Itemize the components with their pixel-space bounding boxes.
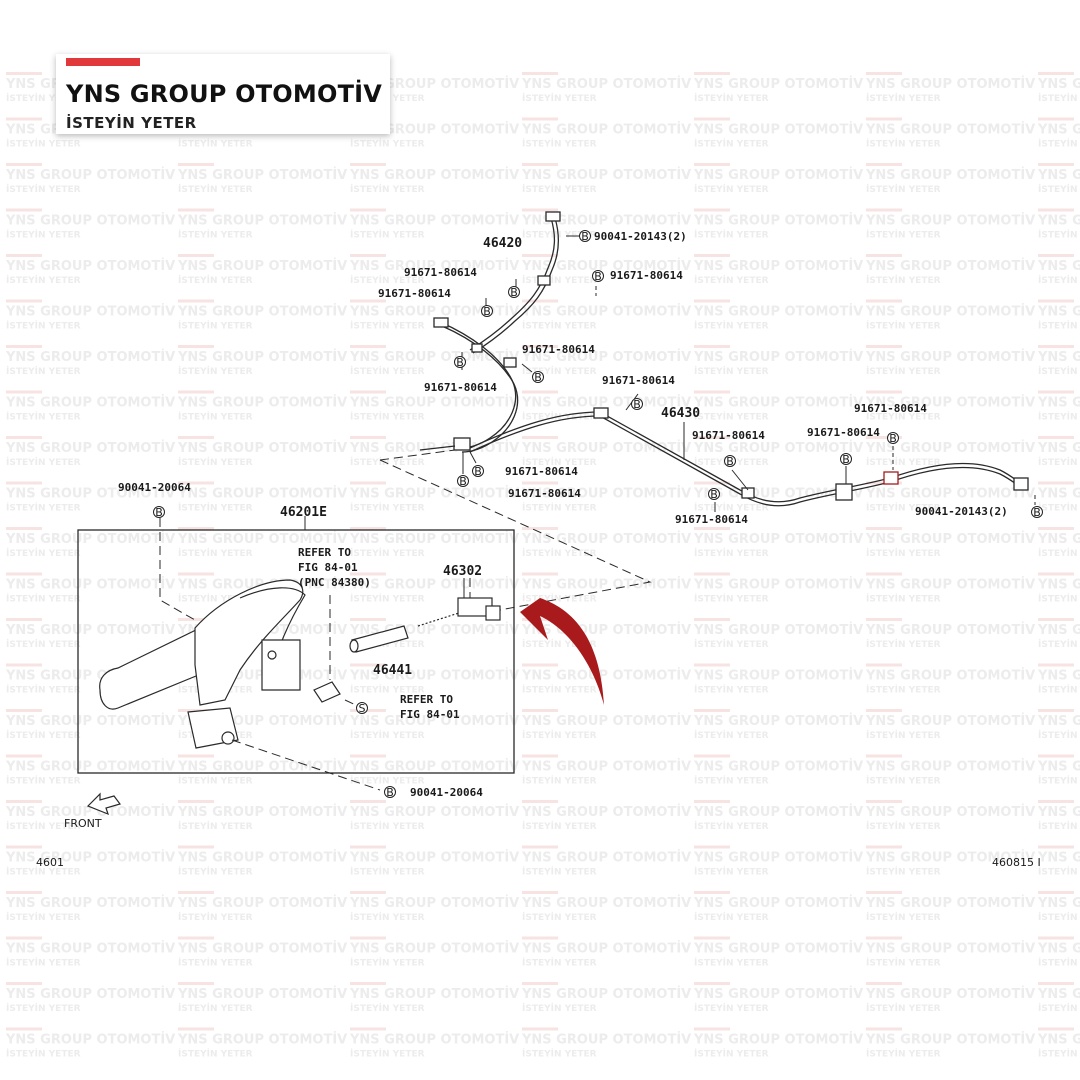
bolt-marker-14: B: [459, 475, 467, 488]
rear-brake-cable-46430: [469, 407, 1029, 507]
part-46201E: 46201E: [280, 505, 327, 520]
bolt-markers: B B B B B B B B B B B B B B B B S: [153, 230, 1043, 799]
bolt-marker-1: B: [581, 230, 589, 243]
refer-note-2-line2: FIG 84-01: [400, 708, 460, 721]
bolt-marker-16: B: [386, 786, 394, 799]
brand-title: YNS GROUP OTOMOTİV: [66, 80, 383, 108]
part-46302: 46302: [443, 564, 482, 579]
bolt-marker-2: B: [594, 270, 602, 283]
callout-9: 91671-80614: [692, 429, 765, 442]
callout-6: 91671-80614: [424, 381, 497, 394]
callout-10: 91671-80614: [807, 426, 880, 439]
figure-number-left: 4601: [36, 856, 64, 869]
assembly-guide-lines: [159, 449, 652, 791]
refer-note-1-line2: FIG 84-01: [298, 561, 358, 574]
callout-11: 91671-80614: [505, 465, 578, 478]
figure-number-right: 460815 I: [992, 856, 1041, 869]
part-46441: 46441: [373, 663, 412, 678]
callout-1: 90041-20143(2): [594, 230, 687, 243]
callout-16: 90041-20064: [410, 786, 483, 799]
bolt-marker-10: B: [842, 453, 850, 466]
callout-13: 91671-80614: [675, 513, 748, 526]
callout-14: 90041-20143(2): [915, 505, 1008, 518]
direction-arrow: [520, 598, 604, 705]
front-arrow-icon: [86, 792, 122, 816]
bolt-marker-15: B: [155, 506, 163, 519]
refer-note-1-line3: (PNC 84380): [298, 576, 371, 589]
lever-assembly-frame: [77, 529, 515, 774]
front-label: FRONT: [64, 817, 102, 830]
bolt-marker-8: B: [726, 455, 734, 468]
bolt-marker-12: B: [1033, 506, 1041, 519]
bolt-marker-5: B: [456, 356, 464, 369]
callout-12: 91671-80614: [508, 487, 581, 500]
brand-subtitle: İSTEYİN YETER: [66, 114, 197, 132]
callout-8: 91671-80614: [854, 402, 927, 415]
part-46430: 46430: [661, 406, 700, 421]
screw-marker: S: [359, 702, 366, 715]
front-brake-cable-46420: [419, 211, 561, 453]
callout-3: 91671-80614: [610, 269, 683, 282]
parking-brake-lever-drawing: [99, 579, 341, 749]
callout-4: 91671-80614: [378, 287, 451, 300]
bolt-marker-7: B: [633, 398, 641, 411]
brand-logo-card: YNS GROUP OTOMOTİV İSTEYİN YETER: [56, 54, 390, 134]
callout-15: 90041-20064: [118, 481, 191, 494]
cable-adjuster-46302: [417, 597, 501, 627]
bolt-marker-6: B: [534, 371, 542, 384]
callout-7: 91671-80614: [602, 374, 675, 387]
bolt-marker-3: B: [510, 286, 518, 299]
callout-2: 91671-80614: [404, 266, 477, 279]
bolt-marker-11: B: [889, 432, 897, 445]
callout-5: 91671-80614: [522, 343, 595, 356]
part-46420: 46420: [483, 236, 522, 251]
callout-leader-lines: [304, 235, 1036, 598]
brand-accent-bar: [66, 58, 140, 66]
cable-sleeve-46441: [349, 625, 409, 653]
bolt-marker-13: B: [474, 465, 482, 478]
bolt-marker-9: B: [710, 488, 718, 501]
refer-note-1-line1: REFER TO: [298, 546, 351, 559]
refer-note-2-line1: REFER TO: [400, 693, 453, 706]
bolt-marker-4: B: [483, 305, 491, 318]
